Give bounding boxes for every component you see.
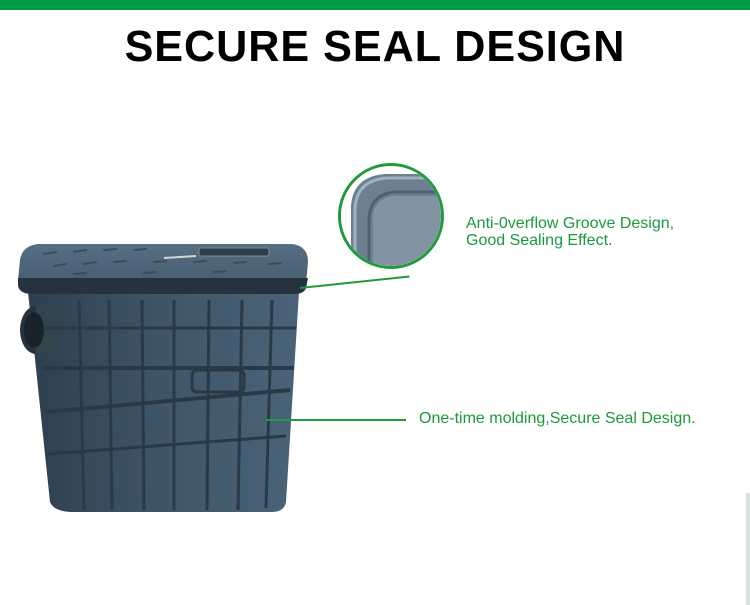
callout-groove-text: Anti-0verflow Groove Design, Good Sealin… xyxy=(466,215,674,249)
top-accent-bar xyxy=(0,0,750,10)
edge-strip xyxy=(746,493,750,605)
leader-line-groove xyxy=(299,275,410,289)
callout-groove-line1: Anti-0verflow Groove Design, xyxy=(466,215,675,232)
groove-detail-circle xyxy=(338,163,444,269)
groove-detail-image xyxy=(341,166,441,266)
leader-line-molding xyxy=(266,419,406,421)
callout-molding-text: One-time molding,Secure Seal Design. xyxy=(419,410,696,427)
page-title: SECURE SEAL DESIGN xyxy=(124,22,626,71)
callout-groove-line2: Good Sealing Effect. xyxy=(466,232,613,249)
product-image xyxy=(18,244,308,512)
